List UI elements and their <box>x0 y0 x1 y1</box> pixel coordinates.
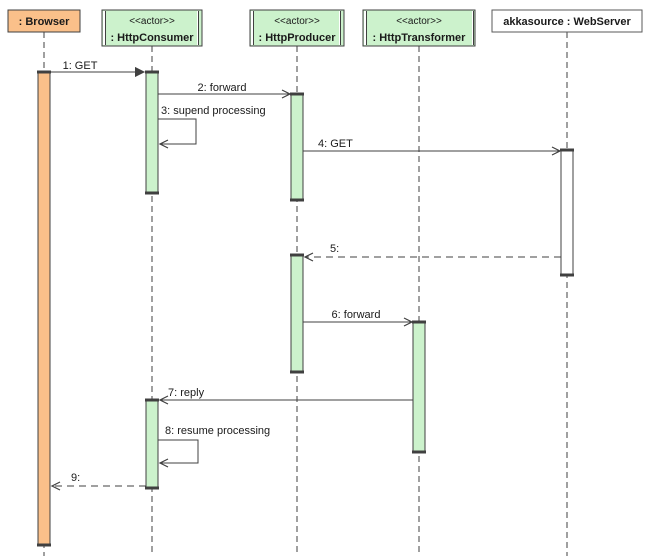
message-5-return: 5: <box>303 243 561 262</box>
participant-stereotype: <<actor>> <box>129 16 175 27</box>
activation-browser <box>37 70 51 547</box>
message-8-self-resume: 8: resume processing <box>158 425 270 468</box>
message-label: 7: reply <box>168 387 205 399</box>
message-7-reply: 7: reply <box>158 387 413 405</box>
message-label: 5: <box>330 243 339 255</box>
participant-name: : HttpTransformer <box>373 32 467 44</box>
message-line <box>158 118 197 149</box>
message-9-return: 9: <box>50 472 146 491</box>
activation-http-consumer-1 <box>145 70 159 195</box>
participant-name: akkasource : WebServer <box>503 16 631 28</box>
message-2-forward: 2: forward <box>158 82 292 99</box>
participant-box-web-server: akkasource : WebServer <box>491 9 643 33</box>
activation-http-producer-1 <box>290 92 304 202</box>
message-6-forward: 6: forward <box>303 309 414 327</box>
activation-http-producer-2 <box>290 253 304 374</box>
message-label: 4: GET <box>318 138 353 150</box>
message-3-self-suspend: 3: supend processing <box>158 105 266 149</box>
participant-stereotype: <<actor>> <box>396 16 442 27</box>
message-label: 3: supend processing <box>161 105 266 117</box>
message-1-get: 1: GET <box>50 60 144 72</box>
message-4-get: 4: GET <box>303 138 562 156</box>
participant-name: : HttpConsumer <box>110 32 194 44</box>
activation-web-server <box>560 148 574 277</box>
message-label: 2: forward <box>198 82 247 94</box>
participant-stereotype: <<actor>> <box>274 16 320 27</box>
activation-http-consumer-2 <box>145 398 159 490</box>
participant-name: : HttpProducer <box>259 32 337 44</box>
message-label: 1: GET <box>63 60 98 72</box>
message-label: 6: forward <box>332 309 381 321</box>
participant-box-http-transformer: <<actor>> : HttpTransformer <box>362 9 476 47</box>
message-label: 9: <box>71 472 80 484</box>
message-line <box>158 439 199 468</box>
participant-name: : Browser <box>19 16 70 28</box>
message-label: 8: resume processing <box>165 425 270 437</box>
participant-box-http-consumer: <<actor>> : HttpConsumer <box>101 9 203 47</box>
activation-http-transformer <box>412 320 426 454</box>
participant-box-browser: : Browser <box>7 9 81 33</box>
participant-box-http-producer: <<actor>> : HttpProducer <box>249 9 345 47</box>
